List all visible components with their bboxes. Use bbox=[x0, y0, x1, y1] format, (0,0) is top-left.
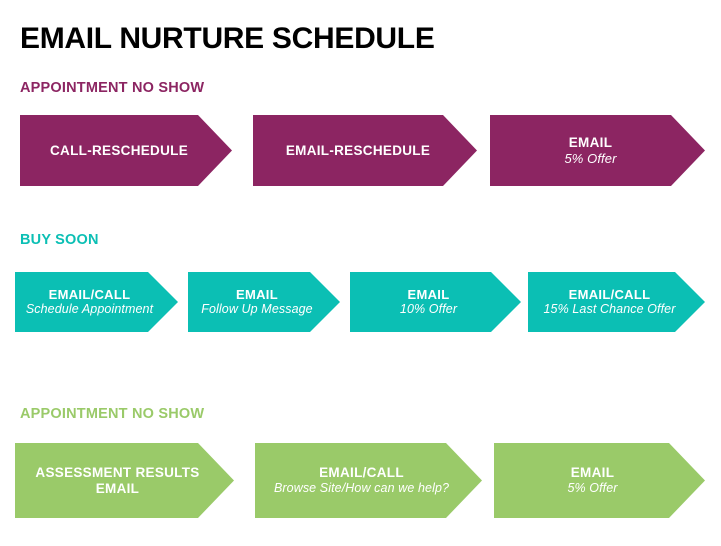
arrow-title: EMAIL bbox=[236, 286, 278, 302]
arrow-title: EMAIL bbox=[568, 134, 613, 150]
arrow-step-call-reschedule[interactable]: CALL-RESCHEDULE bbox=[20, 115, 232, 186]
arrow-subtitle: Schedule Appointment bbox=[25, 302, 154, 317]
arrow-row-appointment-no-show-1: CALL-RESCHEDULE EMAIL-RESCHEDULE EMAIL 5… bbox=[0, 80, 721, 170]
arrow-step-email-10-percent-offer[interactable]: EMAIL 10% Offer bbox=[350, 272, 521, 332]
arrow-step-email-call-browse-site[interactable]: EMAIL/CALL Browse Site/How can we help? bbox=[255, 443, 482, 518]
arrow-row-appointment-no-show-2: ASSESSMENT RESULTS EMAIL EMAIL/CALL Brow… bbox=[0, 406, 721, 496]
arrow-title: EMAIL/CALL bbox=[48, 286, 131, 302]
arrow-step-email-call-schedule-appointment[interactable]: EMAIL/CALL Schedule Appointment bbox=[15, 272, 178, 332]
arrow-subtitle: Browse Site/How can we help? bbox=[273, 481, 450, 496]
arrow-step-email-follow-up-message[interactable]: EMAIL Follow Up Message bbox=[188, 272, 340, 332]
arrow-title: EMAIL/CALL bbox=[568, 286, 651, 302]
arrow-title: ASSESSMENT RESULTS EMAIL bbox=[35, 464, 200, 496]
arrow-row-buy-soon: EMAIL/CALL Schedule Appointment EMAIL Fo… bbox=[0, 232, 721, 322]
arrow-subtitle: 15% Last Chance Offer bbox=[543, 302, 676, 317]
arrow-step-assessment-results-email[interactable]: ASSESSMENT RESULTS EMAIL bbox=[15, 443, 234, 518]
arrow-subtitle: Follow Up Message bbox=[201, 302, 313, 317]
arrow-subtitle: 5% Offer bbox=[564, 150, 617, 166]
arrow-subtitle: 5% Offer bbox=[567, 481, 618, 496]
arrow-title: EMAIL bbox=[407, 286, 450, 302]
section-header-appointment-no-show-2: APPOINTMENT NO SHOW bbox=[20, 406, 205, 422]
arrow-title: EMAIL-RESCHEDULE bbox=[285, 142, 431, 158]
page-title: EMAIL NURTURE SCHEDULE bbox=[20, 22, 435, 55]
section-header-appointment-no-show-1: APPOINTMENT NO SHOW bbox=[20, 80, 205, 96]
arrow-subtitle: 10% Offer bbox=[399, 302, 458, 317]
arrow-step-email-reschedule[interactable]: EMAIL-RESCHEDULE bbox=[253, 115, 477, 186]
arrow-title: EMAIL bbox=[570, 465, 615, 481]
arrow-step-email-5-percent-offer-green[interactable]: EMAIL 5% Offer bbox=[494, 443, 705, 518]
arrow-step-email-5-percent-offer[interactable]: EMAIL 5% Offer bbox=[490, 115, 705, 186]
arrow-title: CALL-RESCHEDULE bbox=[50, 142, 188, 158]
arrow-step-email-call-15-percent-last-chance-offer[interactable]: EMAIL/CALL 15% Last Chance Offer bbox=[528, 272, 705, 332]
section-header-buy-soon: BUY SOON bbox=[20, 232, 99, 248]
arrow-title: EMAIL/CALL bbox=[319, 465, 404, 481]
